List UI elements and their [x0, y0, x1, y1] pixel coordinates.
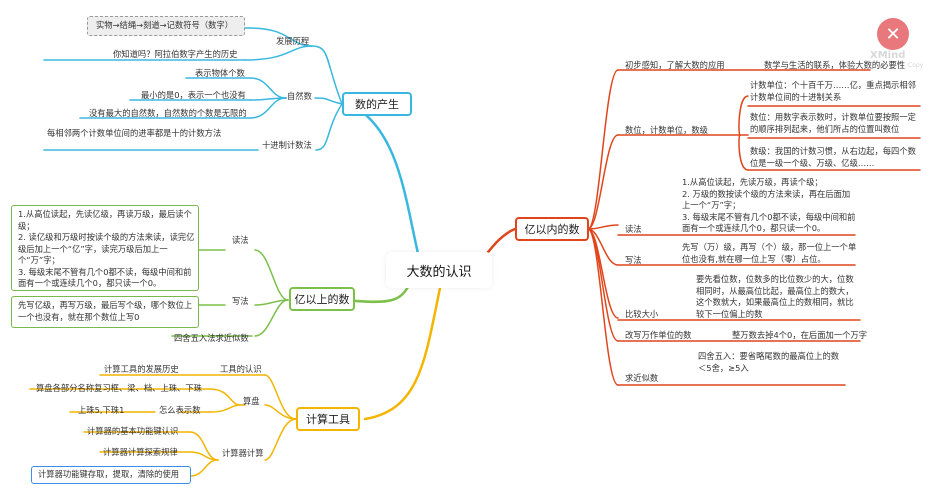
tools-abacus-how-label[interactable]: 怎么表示数 — [159, 405, 201, 415]
close-circle-icon: ✕ — [877, 18, 909, 50]
within-units-item-1[interactable]: 计数单位：个十百千万……亿，重点揭示相邻计数单位间的十进制关系 — [750, 80, 916, 102]
tools-calc-item-2[interactable]: 计算器计算探索规律 — [103, 447, 178, 457]
branch-origin-label: 数的产生 — [355, 98, 399, 111]
origin-natural-item-3[interactable]: 没有最大的自然数，自然数的个数是无限的 — [89, 108, 247, 118]
tools-abacus-label[interactable]: 算盘 — [243, 396, 260, 406]
tools-calc-item-3-box[interactable]: 计算器功能键存取，提取，清除的使用 — [31, 466, 191, 484]
within-units-label[interactable]: 数位，计数单位，数级 — [625, 125, 708, 135]
above-read-label[interactable]: 读法 — [232, 235, 249, 245]
branch-above[interactable]: 亿以上的数 — [289, 287, 355, 311]
origin-decimal-label[interactable]: 十进制计数法 — [262, 140, 312, 150]
tools-calc-label[interactable]: 计算器计算 — [222, 448, 264, 458]
within-compare-text[interactable]: 要先看位数，位数多的比位数少的大，位数相同时，从最高位比起，最高位上的数大，这个… — [696, 274, 854, 319]
branch-origin[interactable]: 数的产生 — [342, 92, 412, 116]
edge-above — [343, 282, 412, 304]
above-write-text: 先写亿级，再写万级，最后写个级，哪个数位上一个也没有，就在那个数位上写0 — [18, 300, 193, 322]
origin-history-item-1-box[interactable]: 实物→结绳→刻道→记数符号（数字） — [87, 16, 245, 36]
within-write-label[interactable]: 写法 — [625, 255, 642, 265]
branch-tools-label: 计算工具 — [306, 413, 350, 426]
above-write-box[interactable]: 先写亿级，再写万级，最后写个级，哪个数位上一个也没有，就在那个数位上写0 — [11, 296, 199, 328]
above-round-label[interactable]: 四舍五入法求近似数 — [174, 333, 249, 343]
watermark-text: XMind — [870, 50, 906, 61]
within-write-text[interactable]: 先写（万）级，再写（个）级，那一位上一个单位也没有,就在哪一位上写（零）占位。 — [682, 242, 857, 264]
origin-natural-item-2[interactable]: 最小的是0，表示一个也没有 — [141, 90, 246, 100]
within-units-item-3[interactable]: 数级：我国的计数习惯，从右边起，每四个数位是一级一个级、万级、亿级…… — [750, 146, 916, 168]
within-units-item-2[interactable]: 数位：用数字表示数时，计数单位要按照一定的顺序排列起来，他们所占的位置叫数位 — [750, 112, 916, 134]
within-rewrite-text[interactable]: 整万数去掉4个0，在后面加一个万字 — [732, 330, 868, 340]
within-intro-text[interactable]: 数学与生活的联系，体验大数的必要性 — [764, 60, 906, 70]
above-read-box[interactable]: 1.从高位读起，先读亿级，再读万级，最后读个级； 2. 读亿级和万级时按读个级的… — [11, 205, 199, 291]
within-compare-label[interactable]: 比较大小 — [625, 309, 659, 319]
origin-natural-item-1[interactable]: 表示物体个数 — [195, 68, 245, 78]
within-intro-label[interactable]: 初步感知，了解大数的应用 — [625, 60, 725, 70]
origin-history-label[interactable]: 发展历程 — [276, 36, 310, 46]
central-topic-label: 大数的认识 — [406, 264, 472, 280]
above-write-label[interactable]: 写法 — [232, 296, 249, 306]
tools-calc-item-3: 计算器功能键存取，提取，清除的使用 — [38, 469, 180, 479]
branch-above-label: 亿以上的数 — [294, 293, 350, 306]
tools-know-item-1[interactable]: 计算工具的发展历史 — [104, 364, 179, 374]
tools-calc-item-1[interactable]: 计算器的基本功能键认识 — [87, 426, 179, 436]
within-approx-label[interactable]: 求近似数 — [625, 373, 659, 383]
branch-within[interactable]: 亿以内的数 — [515, 217, 589, 241]
origin-natural-label[interactable]: 自然数 — [287, 91, 312, 101]
edge-tools — [363, 286, 442, 421]
tools-abacus-how-item-1[interactable]: 上珠5,下珠1 — [78, 405, 125, 415]
watermark-sub: Copy — [908, 62, 924, 69]
within-approx-text[interactable]: 四舍五入：要省略尾数的最高位上的数 ＜5舍，≥5入 — [698, 351, 840, 373]
branch-tools[interactable]: 计算工具 — [296, 407, 360, 431]
origin-decimal-text[interactable]: 每相邻两个计数单位间的进率都是十的计数方法 — [47, 128, 222, 138]
branch-within-label: 亿以内的数 — [524, 223, 580, 236]
above-read-text: 1.从高位读起，先读亿级，再读万级，最后读个级； 2. 读亿级和万级时按读个级的… — [18, 209, 195, 288]
within-read-label[interactable]: 读法 — [625, 224, 642, 234]
origin-history-item-1: 实物→结绳→刻道→记数符号（数字） — [96, 20, 234, 30]
central-topic[interactable]: 大数的认识 — [386, 252, 492, 288]
tools-abacus-item-1[interactable]: 算盘各部分名称复习框、梁、档、上珠、下珠 — [36, 383, 202, 393]
origin-history-item-2[interactable]: 你知道吗？阿拉伯数字产生的历史 — [113, 49, 238, 59]
edge-origin — [348, 102, 422, 264]
tools-know-label[interactable]: 工具的认识 — [220, 364, 262, 374]
within-read-text[interactable]: 1.从高位读起，先读万级，再读个级； 2. 万级的数按读个级的方法来读，再在后面… — [682, 177, 856, 233]
within-rewrite-label[interactable]: 改写万作单位的数 — [625, 330, 692, 340]
